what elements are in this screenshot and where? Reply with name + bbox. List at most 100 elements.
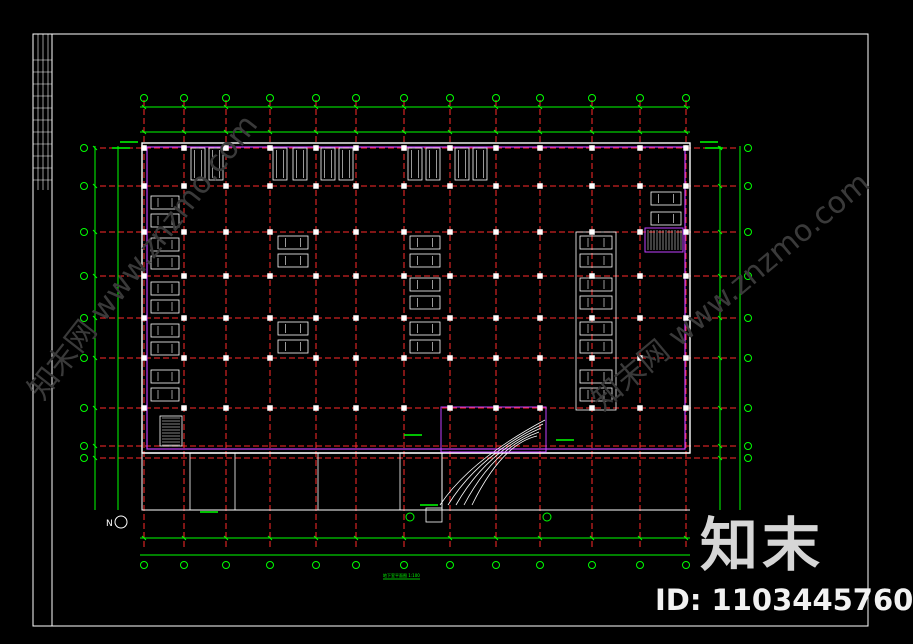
structural-column <box>313 183 319 189</box>
structural-column <box>141 273 147 279</box>
ramp-curve <box>455 427 542 506</box>
parked-car <box>150 213 180 228</box>
ramp-opening <box>440 406 547 453</box>
dimension-tick <box>92 355 98 361</box>
dimension-tick <box>537 535 543 541</box>
structural-column <box>141 183 147 189</box>
structural-column <box>683 273 689 279</box>
axis-bubble-top <box>140 94 148 102</box>
parked-car <box>579 277 613 292</box>
parked-car <box>579 369 613 384</box>
structural-column <box>223 355 229 361</box>
dimension-tick <box>353 129 359 135</box>
structural-column <box>267 355 273 361</box>
dimension-tick <box>589 535 595 541</box>
parked-car <box>150 195 180 210</box>
dimension-tick <box>537 104 543 110</box>
structural-column <box>223 273 229 279</box>
structural-column <box>637 355 643 361</box>
parked-car <box>407 147 423 181</box>
structural-column <box>683 145 689 151</box>
axis-bubble-left <box>80 404 88 412</box>
axis-bubble-top <box>492 94 500 102</box>
axis-bubble-right <box>744 442 752 450</box>
axis-bubble-left <box>80 228 88 236</box>
dimension-tick <box>267 129 273 135</box>
dimension-tick <box>683 535 689 541</box>
dimension-tick <box>717 405 723 411</box>
dimension-tick <box>401 104 407 110</box>
axis-bubble-bottom <box>588 561 596 569</box>
dimension-tick <box>92 315 98 321</box>
axis-bubble-left <box>80 182 88 190</box>
axis-bubble-left <box>80 272 88 280</box>
structural-column <box>589 315 595 321</box>
structural-column <box>141 355 147 361</box>
structural-column <box>683 355 689 361</box>
dimension-tick <box>493 104 499 110</box>
structural-column <box>313 405 319 411</box>
parked-car <box>150 369 180 384</box>
inner-wall-line <box>146 146 686 450</box>
axis-bubble-right <box>744 404 752 412</box>
structural-column <box>267 273 273 279</box>
structural-column <box>683 405 689 411</box>
axis-bubble-left <box>80 314 88 322</box>
dimension-tick <box>223 129 229 135</box>
dimension-tick <box>92 455 98 461</box>
dimension-tick <box>353 535 359 541</box>
axis-bubble-right <box>744 354 752 362</box>
dimension-tick <box>717 443 723 449</box>
dimension-tick <box>447 104 453 110</box>
structural-column <box>313 273 319 279</box>
axis-bubble-top <box>682 94 690 102</box>
dimension-tick <box>92 273 98 279</box>
dimension-tick <box>313 535 319 541</box>
parked-car <box>409 321 441 336</box>
axis-bubble-bottom <box>222 561 230 569</box>
structural-column <box>637 273 643 279</box>
structural-column <box>353 183 359 189</box>
structural-column <box>493 145 499 151</box>
structural-column <box>353 355 359 361</box>
axis-bubble-left <box>80 442 88 450</box>
structural-column <box>313 315 319 321</box>
parked-car <box>277 253 309 268</box>
parked-car <box>579 339 613 354</box>
structural-column <box>637 183 643 189</box>
structural-column <box>267 183 273 189</box>
parked-car <box>277 321 309 336</box>
structural-column <box>181 315 187 321</box>
entrance-axis-bubble <box>405 512 415 522</box>
stair-core-left <box>159 415 183 447</box>
structural-column <box>313 229 319 235</box>
structural-column <box>267 229 273 235</box>
ramp-curve <box>471 435 538 506</box>
dimension-tick <box>717 315 723 321</box>
structural-column <box>589 273 595 279</box>
dimension-tick <box>717 229 723 235</box>
dimension-tick <box>401 129 407 135</box>
structural-column <box>537 405 543 411</box>
structural-column <box>447 315 453 321</box>
structural-column <box>537 229 543 235</box>
stair-core-right <box>644 227 684 253</box>
dimension-tick <box>92 183 98 189</box>
structural-column <box>589 355 595 361</box>
structural-column <box>589 145 595 151</box>
dimension-tick <box>141 535 147 541</box>
structural-column <box>401 229 407 235</box>
axis-bubble-bottom <box>682 561 690 569</box>
dimension-tick <box>92 405 98 411</box>
axis-bubble-top <box>636 94 644 102</box>
dimension-tick <box>353 104 359 110</box>
structural-column <box>493 183 499 189</box>
structural-column <box>447 405 453 411</box>
dimension-tick <box>717 273 723 279</box>
axis-bubble-top <box>352 94 360 102</box>
structural-column <box>537 183 543 189</box>
structural-column <box>637 315 643 321</box>
axis-bubble-right <box>744 272 752 280</box>
